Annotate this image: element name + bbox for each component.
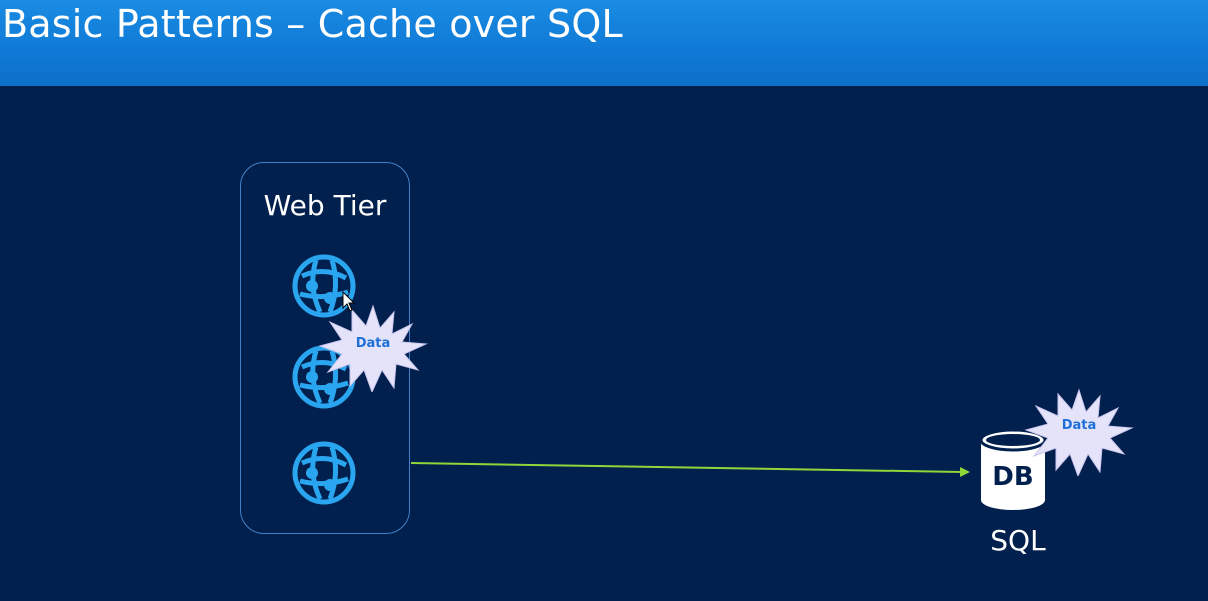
data-label: Data: [1061, 418, 1097, 433]
sql-label: SQL: [990, 524, 1046, 557]
data-burst-web-tier: Data: [318, 302, 428, 394]
db-icon-text: DB: [992, 462, 1034, 492]
data-burst-database: Data: [1024, 386, 1134, 478]
database-cylinder-icon: [979, 428, 1047, 510]
web-app-globe-icon: [292, 441, 356, 505]
web-tier-label: Web Tier: [263, 189, 387, 222]
slide-title: Basic Patterns – Cache over SQL: [2, 2, 623, 46]
data-label: Data: [355, 336, 391, 351]
mouse-cursor-icon: [342, 291, 356, 312]
database: DB: [978, 428, 1048, 512]
title-bar: Basic Patterns – Cache over SQL: [0, 0, 1208, 86]
